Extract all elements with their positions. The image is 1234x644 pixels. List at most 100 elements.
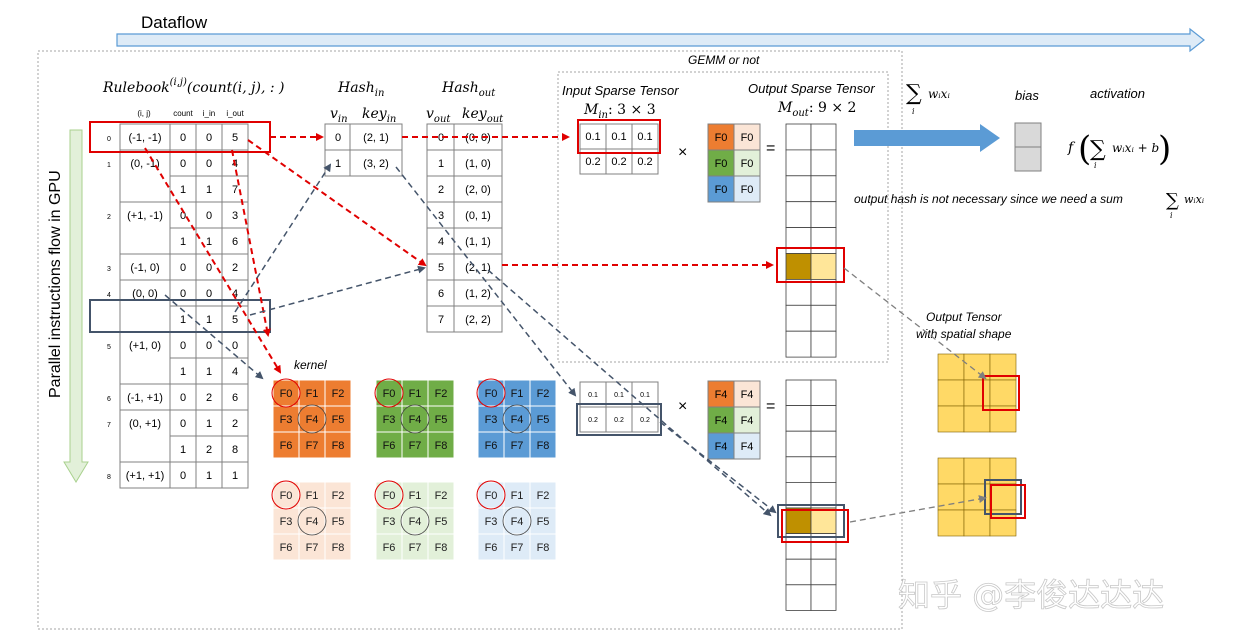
kernel-cell: F8	[537, 440, 550, 452]
weight-cell: F0	[741, 158, 754, 170]
svg-text:i: i	[912, 107, 915, 116]
rulebook-index: 8	[107, 474, 111, 481]
hash-out-key: (0, 1)	[465, 210, 491, 222]
rulebook-iout: 8	[232, 444, 238, 456]
kernel-cell: F7	[409, 542, 422, 554]
rulebook-iout: 7	[232, 184, 238, 196]
kernel-cell: F0	[485, 388, 498, 400]
kernel-f0-marker	[476, 378, 506, 408]
weight-cell: F0	[715, 184, 728, 196]
hash-out-v: 7	[438, 314, 444, 326]
kernel-cell: F3	[383, 414, 396, 426]
weight-cell: F4	[741, 415, 754, 427]
kernel-cell: F5	[435, 516, 448, 528]
weight-cell: F4	[741, 389, 754, 401]
gemm-region-box	[557, 71, 889, 363]
equals-sign-1: =	[766, 140, 775, 157]
matrix-cell: 0.2	[640, 417, 650, 424]
kernel-cell: F0	[280, 490, 293, 502]
rulebook-iout: 6	[232, 392, 238, 404]
sum-wx-top: ∑ wᵢxᵢ i	[906, 81, 950, 116]
output-tensor-grid-2	[937, 457, 1026, 537]
rulebook-row-highlight-blue	[89, 299, 271, 333]
rulebook-index: 2	[107, 214, 111, 221]
rulebook-count: 0	[180, 158, 186, 170]
kernel-f4-marker	[400, 404, 430, 434]
hash-out-key: (1, 1)	[465, 236, 491, 248]
svg-text:f: f	[1067, 140, 1076, 156]
rulebook-index: 1	[107, 162, 111, 169]
kernel-f4-marker	[297, 404, 327, 434]
hash-in-key-header: keyin	[362, 106, 396, 125]
rulebook-iout: 5	[232, 314, 238, 326]
rulebook-header: count	[173, 109, 193, 118]
kernel-cell: F5	[537, 516, 550, 528]
svg-text:output hash is not necessary s: output hash is not necessary since we ne…	[854, 192, 1123, 206]
hash-in-key: (3, 2)	[363, 158, 389, 170]
kernel-cell: F2	[435, 388, 448, 400]
rulebook-iin: 0	[206, 340, 212, 352]
kernel-cell: F8	[537, 542, 550, 554]
kernel-f0-marker	[374, 378, 404, 408]
output-tensor-title-1: Output Tensor	[926, 310, 1003, 324]
kernel-cell: F3	[280, 414, 293, 426]
hash-out-v: 5	[438, 262, 444, 274]
times-sign-2: ×	[678, 398, 687, 415]
kernel-label: kernel	[294, 358, 327, 372]
rulebook-ij: (+1, -1)	[127, 210, 163, 222]
hash-out-key: (1, 2)	[465, 288, 491, 300]
watermark: 知乎 @李俊达达达	[898, 576, 1164, 614]
kernel-cell: F6	[280, 440, 293, 452]
svg-text:i: i	[1170, 211, 1173, 220]
rulebook-iin: 1	[206, 418, 212, 430]
times-sign-1: ×	[678, 144, 687, 161]
hash-out-key: (1, 0)	[465, 158, 491, 170]
big-blue-arrow	[854, 124, 1000, 152]
tensor-cell-highlight	[982, 375, 1020, 411]
svg-text:wᵢxᵢ + b: wᵢxᵢ + b	[1112, 141, 1159, 155]
hash-in-key: (2, 1)	[363, 132, 389, 144]
kernel-cell: F4	[409, 414, 422, 426]
rulebook-iout: 3	[232, 210, 238, 222]
kernel-f0-marker	[374, 480, 404, 510]
hash-out-key: (2, 2)	[465, 314, 491, 326]
hash-in-table: 0(2, 1)1(3, 2)	[324, 123, 403, 177]
hash-out-v-header: vout	[426, 106, 451, 125]
parallel-label: Parallel instructions flow in GPU	[47, 170, 64, 398]
kernel-cell: F1	[409, 388, 422, 400]
kernel-cell: F4	[409, 516, 422, 528]
rulebook-count: 0	[180, 418, 186, 430]
rulebook-index: 7	[107, 422, 111, 429]
rulebook-iin: 1	[206, 314, 212, 326]
kernel-cell: F1	[511, 388, 524, 400]
kernel-cell: F1	[306, 388, 319, 400]
kernel-cell: F3	[485, 414, 498, 426]
weight-cell: F4	[741, 441, 754, 453]
dataflow-label: Dataflow	[141, 13, 208, 32]
kernel-f4-marker	[400, 506, 430, 536]
rulebook-iout: 2	[232, 418, 238, 430]
m-in-label: Min: 3 × 3	[583, 102, 656, 121]
rulebook-iin: 0	[206, 210, 212, 222]
svg-text:∑: ∑	[906, 81, 922, 106]
rulebook-iin: 2	[206, 444, 212, 456]
weight-cell: F0	[715, 132, 728, 144]
kernel-cell: F5	[332, 414, 345, 426]
input-sparse-title: Input Sparse Tensor	[562, 83, 679, 98]
hash-out-v: 3	[438, 210, 444, 222]
rulebook-index: 4	[107, 292, 111, 299]
rulebook-count: 0	[180, 392, 186, 404]
rulebook-count: 1	[180, 366, 186, 378]
rulebook-index: 3	[107, 266, 111, 273]
kernel-cell: F2	[537, 388, 550, 400]
output-matrix-bottom	[777, 379, 849, 611]
weight-cell: F4	[715, 415, 728, 427]
rulebook-iin: 1	[206, 184, 212, 196]
kernel-cell: F6	[280, 542, 293, 554]
weight-cell: F0	[715, 158, 728, 170]
rulebook-count: 1	[180, 184, 186, 196]
kernel-f0-marker	[271, 378, 301, 408]
activation-label: activation	[1090, 86, 1145, 101]
svg-text:i: i	[1094, 161, 1097, 170]
